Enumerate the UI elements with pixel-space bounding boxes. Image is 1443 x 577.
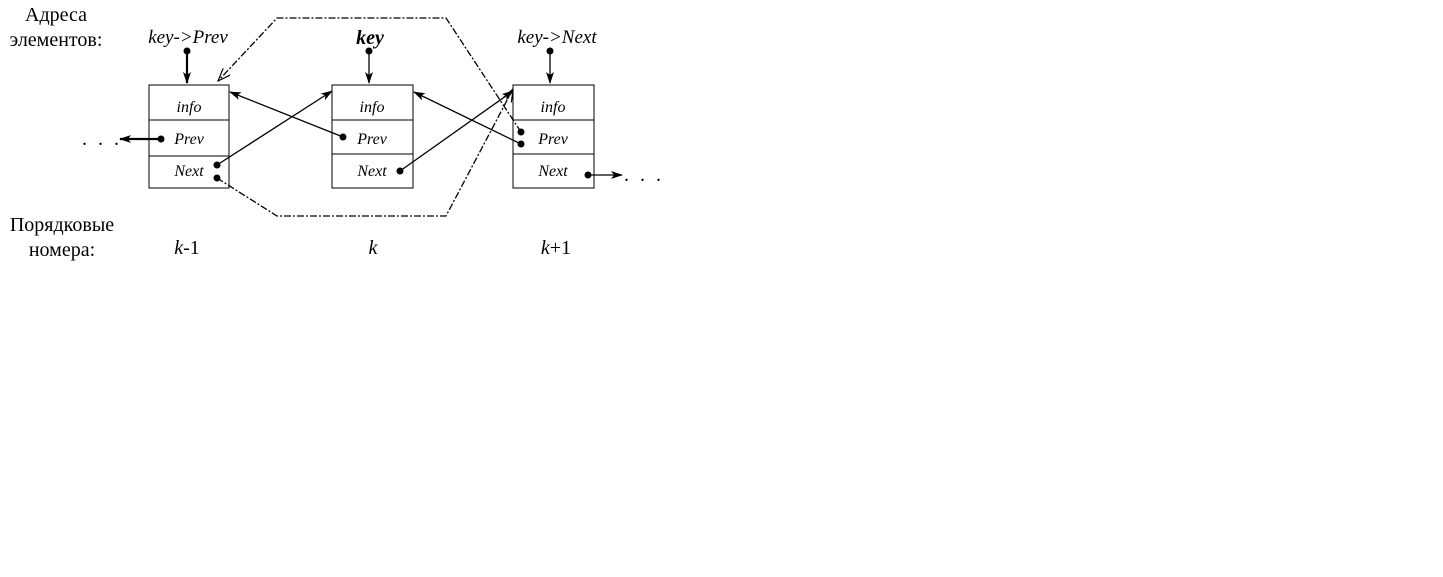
prev-pointer-k-plus-1-to-k [413, 91, 525, 148]
ordinal-suffix: -1 [183, 237, 200, 259]
node-prev-field: Prev [173, 131, 205, 148]
node-k: info Prev Next [331, 84, 414, 189]
node-prev-field: Prev [356, 131, 388, 148]
ordinal-suffix: +1 [550, 237, 571, 259]
next-pointer-outgoing-right [584, 171, 623, 179]
addresses-label-line1: Адреса [25, 4, 87, 26]
ordinal-variable: k [369, 237, 379, 259]
node-next-field: Next [537, 163, 568, 180]
ordinals-label-line2: номера: [29, 239, 95, 261]
address-next: key->Next [517, 27, 597, 48]
next-pointer-k-minus-1-to-k [213, 90, 333, 169]
next-pointer-k-to-k-plus-1 [396, 90, 514, 175]
node-info-field: info [177, 99, 202, 116]
ordinal-k: k [369, 237, 379, 259]
node-next-field: Next [356, 163, 387, 180]
ordinals-label-line1: Порядковые [10, 214, 114, 236]
node-info-field: info [541, 99, 566, 116]
ordinal-k-plus-1: k+1 [541, 237, 571, 259]
new-prev-pointer-k-plus-1-to-k-minus-1 [218, 17, 525, 136]
ordinal-variable: k [541, 237, 551, 259]
node-prev-field: Prev [537, 131, 569, 148]
addresses-label-line2: элементов: [10, 29, 103, 51]
address-current: key [356, 27, 384, 49]
address-pointer-prev [183, 47, 191, 84]
ordinal-variable: k [174, 237, 184, 259]
prev-pointer-outgoing-left [119, 135, 165, 143]
node-next-field: Next [173, 163, 204, 180]
address-prev: key->Prev [148, 27, 228, 48]
prev-pointer-k-to-k-minus-1 [229, 91, 347, 141]
address-pointer-current [365, 47, 373, 84]
node-info-field: info [360, 99, 385, 116]
ellipsis-right: . . . [624, 164, 664, 186]
address-pointer-next [546, 47, 554, 84]
new-next-pointer-k-minus-1-to-k-plus-1 [213, 89, 514, 217]
ellipsis-left: . . . [82, 128, 122, 150]
ordinal-k-minus-1: k-1 [174, 237, 200, 259]
node-k-plus-1: info Prev Next [512, 84, 595, 189]
